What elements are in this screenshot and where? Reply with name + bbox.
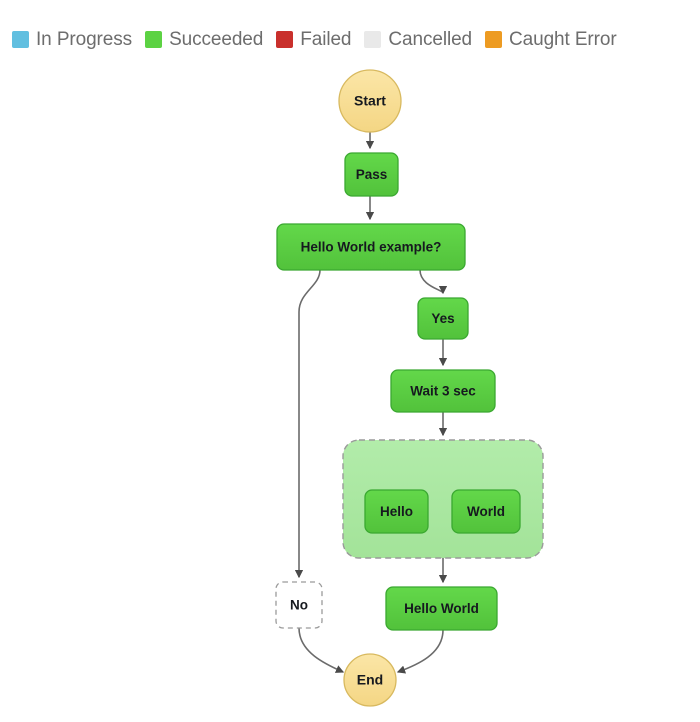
node-shape-rect [276, 223, 466, 271]
node-shape-rect [417, 297, 469, 340]
node-label: Hello World [404, 601, 479, 616]
legend-item: Succeeded [145, 30, 263, 49]
node-label: End [357, 672, 383, 688]
node-shape-rect [451, 489, 521, 534]
legend-item-label: Failed [300, 28, 352, 50]
legend-item: In Progress [12, 30, 132, 49]
node-shape-rect [275, 581, 323, 629]
node-shape-circle [338, 69, 402, 133]
legend-item-label: Caught Error [509, 28, 617, 50]
status-legend: In Progress Succeeded Failed Cancelled Caugh… [12, 24, 617, 54]
node-label: Hello [380, 504, 413, 519]
legend-item: Failed [276, 28, 352, 50]
graph-node-start[interactable]: Start [338, 69, 402, 133]
graph-node-pass[interactable]: Pass [344, 152, 399, 197]
legend-swatch-failed [276, 30, 294, 48]
graph-node-world[interactable]: World [451, 489, 521, 534]
graph-node-wait[interactable]: Wait 3 sec [390, 369, 496, 413]
legend-item: Cancelled [364, 30, 472, 49]
node-shape-rect [364, 489, 429, 534]
node-label: No [290, 598, 308, 613]
graph-edge-choice-to-yes [419, 269, 448, 295]
graph-node-no[interactable]: No [275, 581, 323, 629]
node-label: World [467, 504, 505, 519]
graph-node-choice[interactable]: Hello World example? [276, 223, 466, 271]
legend-item: Caught Error [485, 30, 617, 49]
node-label: Wait 3 sec [410, 384, 476, 399]
legend-swatch-in-progress [12, 30, 29, 48]
node-shape-rect [385, 586, 498, 631]
graph-edge-choice-to-no [294, 269, 321, 579]
legend-item-label: Cancelled [388, 28, 473, 50]
node-label: Hello World example? [301, 240, 442, 255]
node-shape-rect [344, 152, 399, 197]
node-label: Pass [356, 167, 388, 182]
graph-node-yes[interactable]: Yes [417, 297, 469, 340]
node-label: Start [354, 93, 386, 109]
graph-node-hello_world[interactable]: Hello World [385, 586, 498, 631]
legend-swatch-caught-error [485, 30, 503, 48]
node-shape-circle [343, 653, 397, 707]
graph-node-end[interactable]: End [343, 653, 397, 707]
graph-node-hello[interactable]: Hello [364, 489, 429, 534]
node-label: Yes [431, 311, 454, 326]
legend-item-label: In Progress [36, 28, 133, 50]
node-shape-rect [390, 369, 496, 413]
legend-item-label: Succeeded [169, 28, 264, 50]
graph-edge-hello_world-to-end [396, 629, 444, 674]
graph-edge-no-to-end [298, 627, 345, 673]
legend-swatch-succeeded [145, 30, 163, 48]
legend-swatch-cancelled [364, 30, 382, 48]
